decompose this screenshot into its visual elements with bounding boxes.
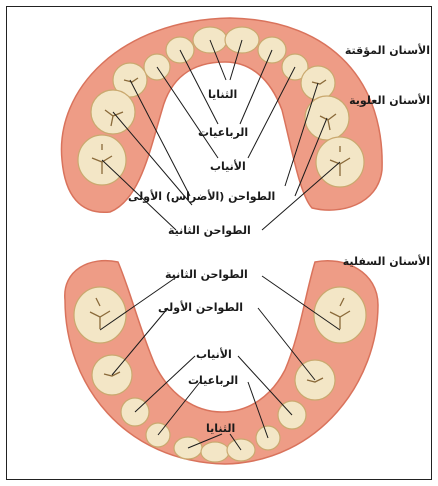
- upper-teeth-label: الأسنان العلوية: [349, 94, 430, 108]
- lower-second-molar-left: [74, 287, 126, 343]
- upper-first-molars-label: الطواحن (الأضراس) الأولى: [128, 190, 275, 204]
- lower-teeth-label: الأسنان السفلية: [343, 255, 430, 269]
- upper-lateral-incisors-label: الرباعيات: [198, 126, 248, 140]
- upper-second-molars-label: الطواحن الثانية: [168, 224, 251, 238]
- upper-canines-label: الأنياب: [210, 160, 246, 174]
- lower-second-molar-right: [314, 287, 366, 343]
- upper-central-incisors-label: الثنايا: [208, 88, 237, 102]
- lower-central-incisors-label: الثنايا: [206, 422, 235, 436]
- primary-teeth-label: الأسنان المؤقتة: [345, 44, 430, 58]
- lower-lateral-incisors-label: الرباعيات: [188, 374, 238, 388]
- lower-second-molars-label: الطواحن الثانية: [165, 268, 248, 282]
- lower-central-incisor-2: [201, 442, 229, 462]
- lower-canines-label: الأنياب: [196, 348, 232, 362]
- lower-first-molars-label: الطواحن الأولى: [158, 301, 243, 315]
